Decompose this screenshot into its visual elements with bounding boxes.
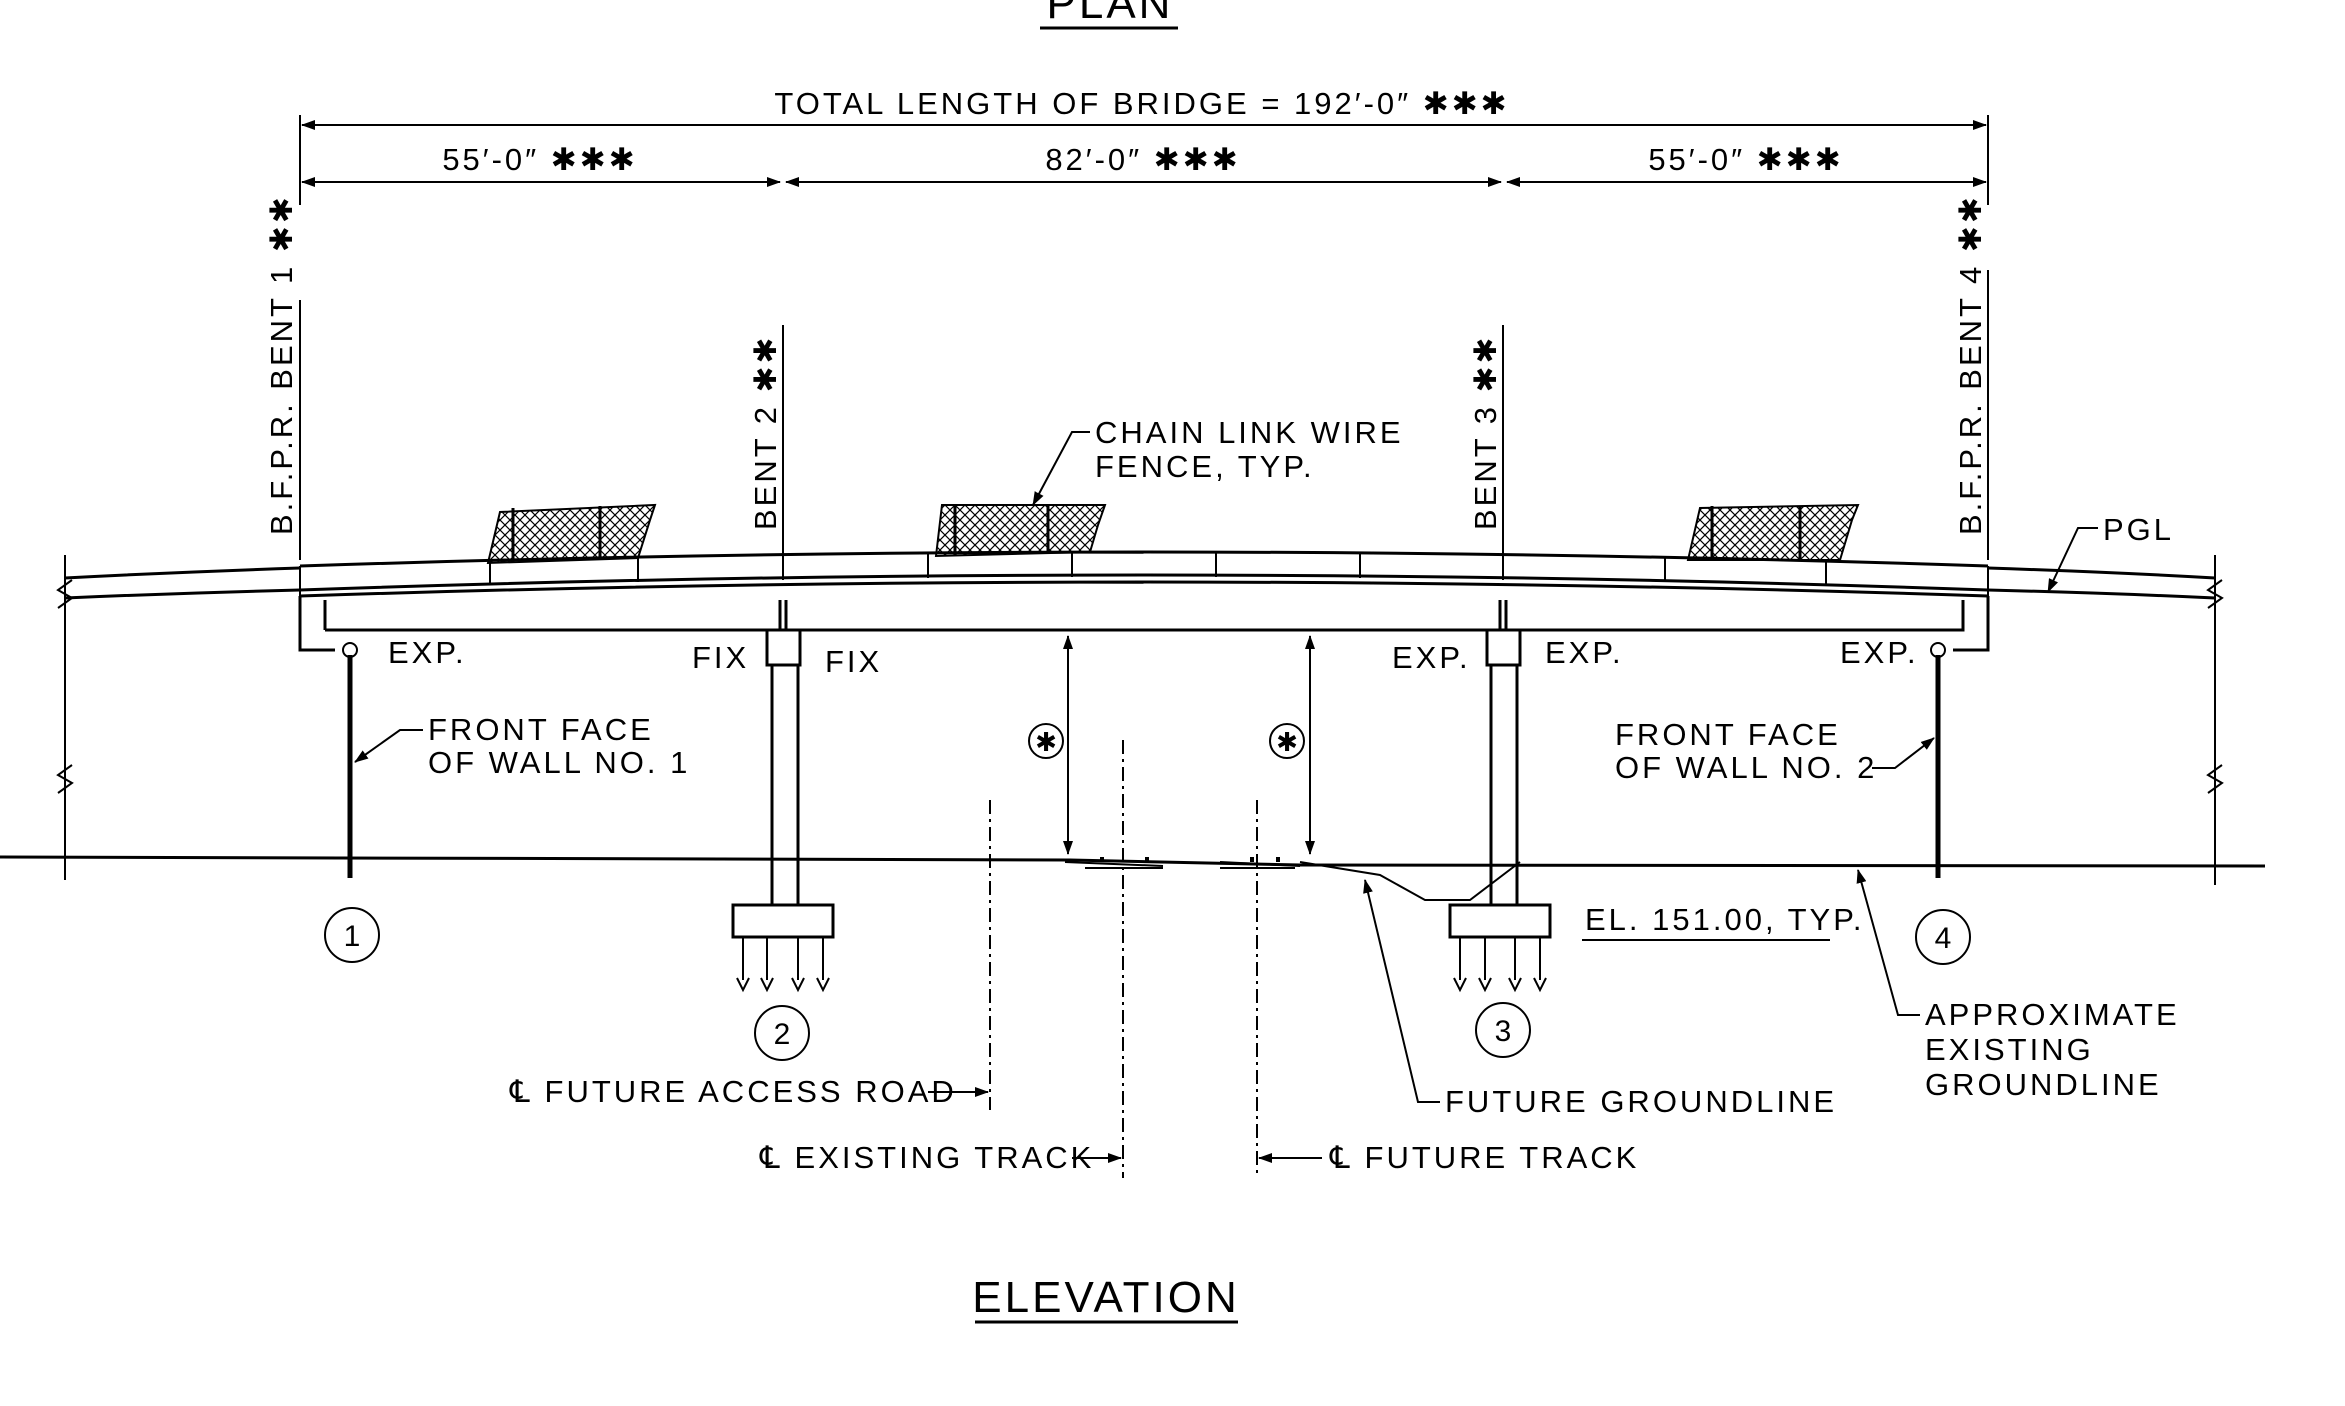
total-length-label: TOTAL LENGTH OF BRIDGE = 192′-0″ ✱✱✱ — [774, 86, 1509, 121]
bent-4-bearing: EXP. — [1840, 635, 1919, 670]
future-groundline — [1299, 861, 1521, 901]
wall-2-note-line-2: OF WALL NO. 2 — [1615, 750, 1877, 785]
bent-1-number: 1 — [344, 920, 361, 953]
fence-note-line-1: CHAIN LINK WIRE — [1095, 415, 1404, 450]
bent-1-label: B.F.P.R. BENT 1 ✱✱ — [264, 194, 299, 535]
approx-groundline-line-1: APPROXIMATE — [1925, 997, 2180, 1032]
bent-3-number: 3 — [1495, 1015, 1512, 1048]
bent-1-bearing: EXP. — [388, 635, 467, 670]
dimensions — [299, 115, 1989, 205]
bent-4-number: 4 — [1935, 922, 1952, 955]
approx-groundline-line-2: EXISTING — [1925, 1032, 2094, 1067]
end-walls — [342, 642, 1946, 878]
span-3-label: 55′-0″ ✱✱✱ — [1648, 142, 1843, 177]
fence-span-3 — [1686, 503, 1860, 561]
future-track-label: ℄ FUTURE TRACK — [1329, 1140, 1639, 1175]
bent-3-label: BENT 3 ✱✱ — [1468, 334, 1503, 530]
wall-2-note-line-1: FRONT FACE — [1615, 717, 1841, 752]
elevation-title: ELEVATION — [972, 1273, 1239, 1322]
bent-4-label: B.F.P.R. BENT 4 ✱✱ — [1953, 194, 1988, 535]
bent-2-number: 2 — [774, 1018, 791, 1051]
wall-1-note-line-1: FRONT FACE — [428, 712, 654, 747]
existing-groundline — [0, 855, 2266, 868]
bent-3-column — [1448, 628, 1552, 993]
future-groundline-label: FUTURE GROUNDLINE — [1445, 1084, 1837, 1119]
chain-link-fences — [486, 503, 1860, 565]
fence-span-2 — [934, 504, 1107, 558]
clearance-mark-2: ✱ — [1276, 727, 1298, 757]
bent-extension-lines — [299, 270, 1989, 560]
groundlines — [0, 855, 2266, 901]
bent-2-bearing-right: FIX — [825, 644, 882, 679]
pgl-label: PGL — [2103, 512, 2174, 547]
existing-track-label: ℄ EXISTING TRACK — [759, 1140, 1094, 1175]
wall-1-note-line-2: OF WALL NO. 1 — [428, 745, 690, 780]
bent-number-circles — [324, 907, 1971, 1061]
access-road-label: ℄ FUTURE ACCESS ROAD — [509, 1074, 957, 1109]
bent-2-label: BENT 2 ✱✱ — [748, 334, 783, 530]
span-1-label: 55′-0″ ✱✱✱ — [442, 142, 637, 177]
bent-2-column — [731, 628, 835, 993]
fence-note-line-2: FENCE, TYP. — [1095, 449, 1315, 484]
bent-2-bearing-left: FIX — [692, 640, 749, 675]
bent-3-bearing-left: EXP. — [1392, 640, 1471, 675]
bent-3-bearing-right: EXP. — [1545, 635, 1624, 670]
centerlines — [989, 740, 1258, 1178]
plan-title: PLAN — [1047, 0, 1174, 28]
fence-span-1 — [486, 503, 657, 565]
span-2-label: 82′-0″ ✱✱✱ — [1045, 142, 1240, 177]
vertical-clearances — [1028, 635, 1315, 855]
approx-groundline-line-3: GROUNDLINE — [1925, 1067, 2162, 1102]
bridge-deck — [56, 550, 2224, 885]
elevation-label: EL. 151.00, TYP. — [1585, 902, 1865, 937]
clearance-mark-1: ✱ — [1035, 727, 1057, 757]
